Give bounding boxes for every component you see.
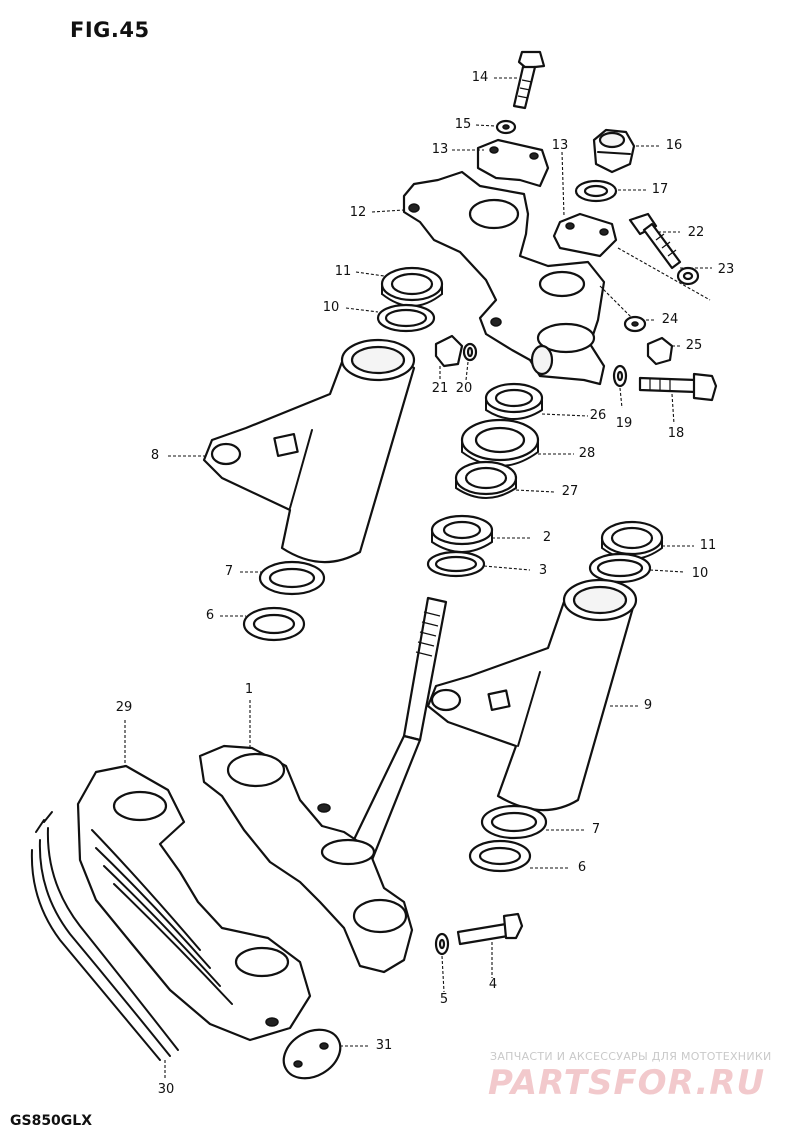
callout-5: 5 — [439, 992, 449, 1007]
callout-10-upper: 10 — [322, 300, 340, 315]
callout-18: 18 — [667, 426, 685, 441]
callout-13-left: 13 — [431, 142, 449, 157]
part-22-bolt — [628, 212, 682, 270]
callout-28: 28 — [578, 446, 596, 461]
model-code: GS850GLX — [10, 1113, 93, 1129]
watermark-caption: ЗАПЧАСТИ И АКСЕССУАРЫ ДЛЯ МОТОТЕХНИКИ — [490, 1050, 772, 1063]
callout-17: 17 — [651, 182, 669, 197]
part-21-cap-nut — [434, 334, 464, 368]
callout-3: 3 — [538, 563, 548, 578]
callout-26: 26 — [589, 408, 607, 423]
callout-16: 16 — [665, 138, 683, 153]
callout-12: 12 — [349, 205, 367, 220]
callout-10-lower: 10 — [691, 566, 709, 581]
part-14-bolt — [512, 50, 546, 110]
callout-1: 1 — [244, 682, 254, 697]
part-27-bearing — [454, 460, 518, 499]
callout-7-right: 7 — [591, 822, 601, 837]
part-18-bolt — [638, 372, 718, 402]
part-20-washer — [462, 342, 478, 362]
part-3-race — [426, 550, 486, 578]
part-28-seal — [460, 418, 540, 467]
callout-8: 8 — [150, 448, 160, 463]
part-2-bearing — [430, 514, 494, 553]
callout-24: 24 — [661, 312, 679, 327]
part-13-upper-clamp-b — [552, 212, 618, 258]
part-6-ring-right — [468, 839, 532, 873]
figure-title: FIG.45 — [70, 18, 150, 42]
part-15-nut — [495, 119, 517, 135]
part-23-washer — [676, 266, 700, 286]
part-11-seal-left — [380, 266, 444, 307]
watermark-logo: PARTSFOR.RU — [488, 1063, 766, 1103]
callout-23: 23 — [717, 262, 735, 277]
part-1-steering-stem — [346, 596, 448, 862]
callout-15: 15 — [454, 117, 472, 132]
part-9-fork-holder-right — [426, 578, 638, 812]
part-24-nut — [623, 315, 647, 333]
part-25-cap-nut — [646, 336, 674, 366]
part-31-cap — [282, 1028, 342, 1080]
part-19-washer — [612, 364, 628, 388]
part-17-washer — [574, 179, 618, 203]
part-30-emblem-strips — [30, 811, 179, 1061]
part-5-washer — [434, 932, 450, 956]
part-26-nut — [484, 382, 544, 420]
callout-7-left: 7 — [224, 564, 234, 579]
callout-30: 30 — [157, 1082, 175, 1097]
callout-11-upper: 11 — [334, 264, 352, 279]
callout-29: 29 — [115, 700, 133, 715]
callout-11-lower: 11 — [699, 538, 717, 553]
callout-13-right: 13 — [551, 138, 569, 153]
part-4-bolt — [456, 912, 524, 946]
callout-21: 21 — [431, 381, 449, 396]
part-6-ring-left — [242, 606, 306, 642]
callout-22: 22 — [687, 225, 705, 240]
part-7-dust-seal-left — [258, 560, 326, 596]
part-7-dust-seal-right — [480, 804, 548, 840]
part-10-ring-left — [376, 303, 436, 333]
callout-20: 20 — [455, 381, 473, 396]
callout-31: 31 — [375, 1038, 393, 1053]
callout-14: 14 — [471, 70, 489, 85]
part-29-cover — [76, 764, 312, 1042]
part-1-lower-bracket — [198, 744, 414, 974]
part-12-upper-bracket — [402, 170, 606, 386]
callout-9: 9 — [643, 698, 653, 713]
part-10-ring-right — [588, 552, 652, 584]
callout-19: 19 — [615, 416, 633, 431]
part-16-cap-nut — [592, 128, 636, 174]
part-13-upper-clamp-a — [476, 138, 550, 188]
callout-27: 27 — [561, 484, 579, 499]
callout-25: 25 — [685, 338, 703, 353]
callout-6-right: 6 — [577, 860, 587, 875]
part-11-seal-right — [600, 520, 664, 560]
callout-2: 2 — [542, 530, 552, 545]
callout-4: 4 — [488, 977, 498, 992]
part-8-fork-holder-left — [202, 338, 416, 564]
callout-6-left: 6 — [205, 608, 215, 623]
leader-lines — [124, 77, 712, 1080]
